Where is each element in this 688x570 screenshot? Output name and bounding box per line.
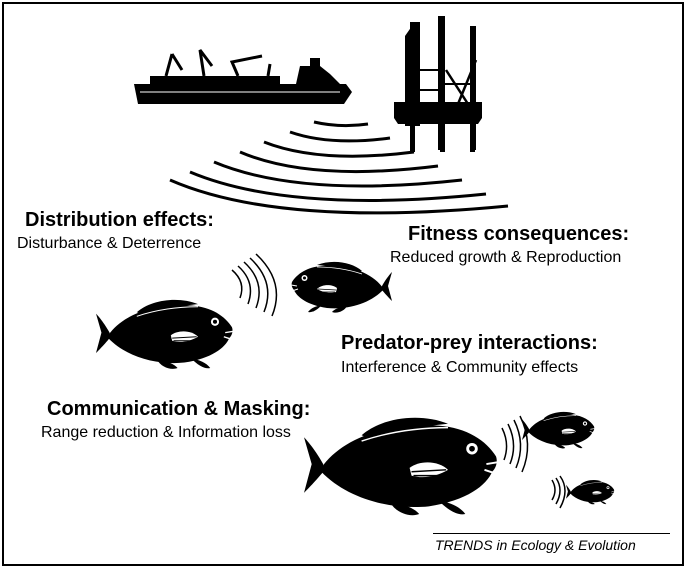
distribution-subtitle: Disturbance & Deterrence <box>17 235 202 252</box>
journal-credit: TRENDS in Ecology & Evolution <box>435 537 636 553</box>
fish-icon <box>95 261 615 517</box>
communication-subtitle: Range reduction & Information loss <box>41 424 291 441</box>
fitness-subtitle: Reduced growth & Reproduction <box>390 249 622 266</box>
fitness-heading: Fitness consequences: <box>408 223 630 245</box>
sound-waves-icon <box>169 120 509 215</box>
credit-rule <box>433 533 670 534</box>
communication-heading: Communication & Masking: <box>47 398 311 420</box>
predator-prey-heading: Predator-prey interactions: <box>341 332 598 354</box>
ship-icon <box>134 49 352 104</box>
distribution-heading: Distribution effects: <box>25 209 214 231</box>
oil-rig-icon <box>394 16 482 152</box>
predator-prey-subtitle: Interference & Community effects <box>341 359 579 376</box>
sound-waves-icon <box>231 253 566 509</box>
